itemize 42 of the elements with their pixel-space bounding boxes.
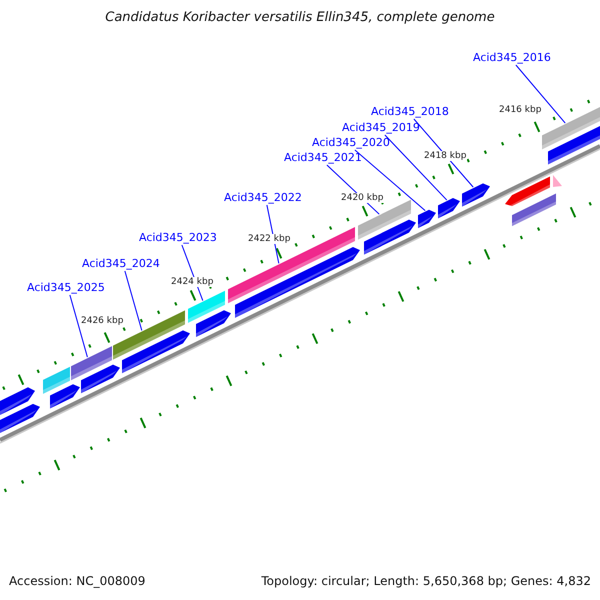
gene-label: Acid345_2016 [473, 51, 551, 64]
gene-segment [43, 366, 70, 394]
gene-segment [228, 227, 355, 304]
gene-segment [71, 346, 112, 380]
title: Candidatus Koribacter versatilis Ellin345, complete genome [104, 10, 496, 25]
gene-segment [122, 330, 190, 374]
leader-line [354, 150, 426, 212]
gene-label: Acid345_2023 [139, 231, 217, 244]
gene-segment [364, 220, 416, 255]
gene-segment [235, 247, 360, 318]
gene-segment [438, 198, 460, 218]
scale-label: 2416 kbp [498, 105, 542, 115]
leader-line [69, 294, 88, 358]
gene-segment [0, 387, 35, 415]
gene-label: Acid345_2025 [27, 281, 105, 294]
gene-segment [542, 107, 600, 150]
gene-segment [512, 194, 556, 226]
gene-segment [0, 404, 40, 433]
leader-line [384, 134, 448, 201]
gene-label: Acid345_2018 [371, 105, 449, 118]
scale-label: 2420 kbp [340, 193, 384, 203]
gene-label: Acid345_2021 [284, 151, 362, 164]
leader-line [124, 270, 142, 332]
scale-label: 2426 kbp [80, 316, 124, 326]
gene-segment [418, 210, 436, 228]
scale-label: 2422 kbp [247, 234, 292, 244]
scale-label: 2424 kbp [170, 277, 214, 287]
gene-segment [196, 310, 231, 337]
gene-segment [548, 126, 600, 164]
gene-label: Acid345_2022 [224, 191, 302, 204]
leader-line [515, 64, 566, 124]
scale-label: 2418 kbp [423, 151, 468, 161]
gene-segment [50, 384, 80, 408]
gene-segment [81, 364, 120, 394]
footer-text: Topology: circular; Length: 5,650,368 bp; Genes: 4,832 [261, 574, 591, 588]
gene-label: Acid345_2024 [82, 257, 160, 270]
gene-label: Acid345_2020 [312, 136, 390, 149]
gene-segment [462, 183, 490, 207]
gene-label: Acid345_2019 [342, 121, 420, 134]
gene-segment [553, 175, 562, 188]
gene-segment [188, 290, 225, 323]
footer-text: Accession: NC_008009 [9, 574, 146, 588]
